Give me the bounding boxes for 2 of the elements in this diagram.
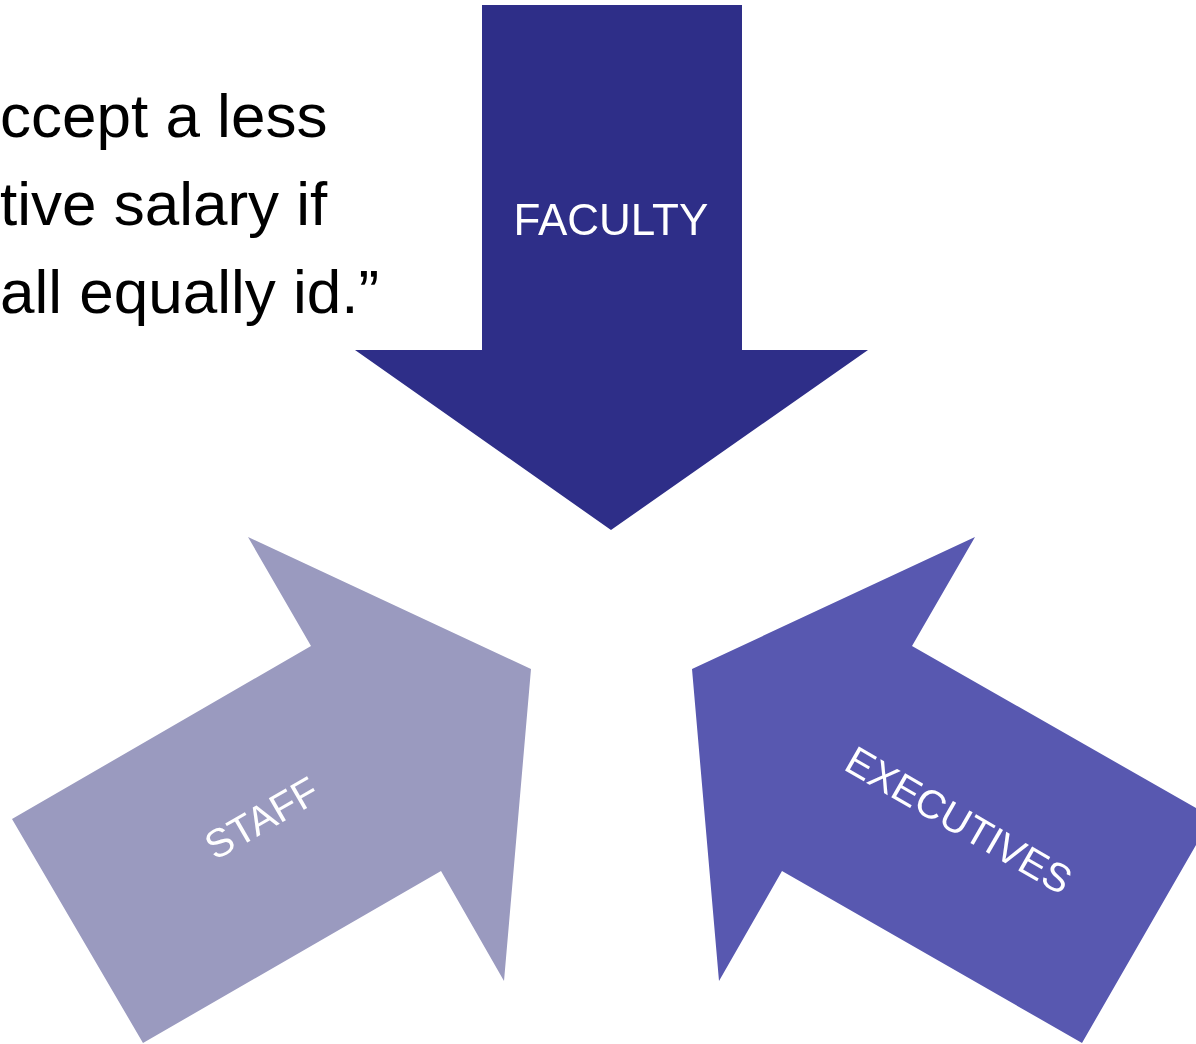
- arrow-label: FACULTY: [513, 195, 709, 245]
- quote-text: ccept a less tive salary if all equally id.”: [0, 80, 381, 328]
